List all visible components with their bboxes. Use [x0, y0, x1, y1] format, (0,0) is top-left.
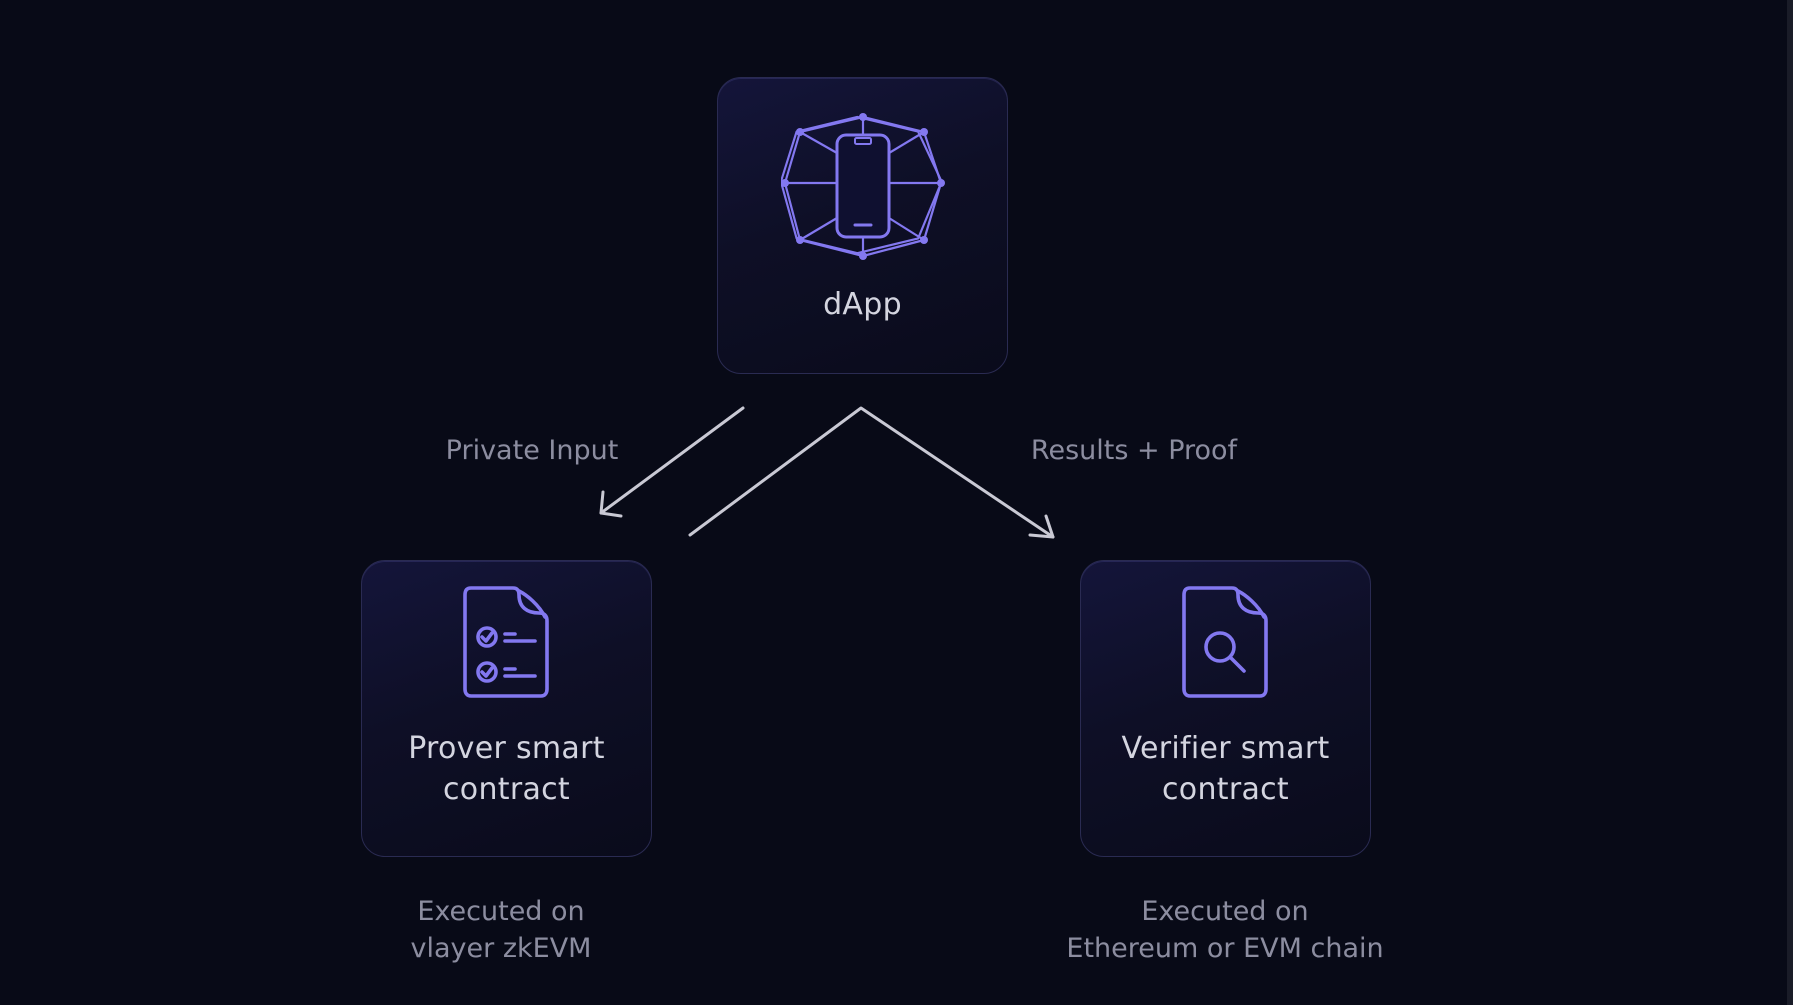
private-input-arrow	[599, 406, 745, 518]
results-proof-arrow	[688, 406, 1055, 539]
checklist-document-icon	[362, 585, 651, 699]
verifier-caption-line1: Executed on	[1141, 896, 1309, 927]
verifier-caption: Executed on Ethereum or EVM chain	[1030, 893, 1420, 967]
dapp-card: dApp	[717, 77, 1008, 374]
prover-caption: Executed on vlayer zkEVM	[360, 893, 642, 967]
prover-title: Prover smart contract	[408, 731, 605, 807]
verifier-caption-line2: Ethereum or EVM chain	[1066, 933, 1384, 964]
verifier-card: Verifier smart contract	[1080, 560, 1371, 857]
document-search-icon	[1081, 585, 1370, 699]
right-edge-strip	[1787, 0, 1793, 1005]
prover-caption-line1: Executed on	[417, 896, 585, 927]
verifier-title: Verifier smart contract	[1121, 731, 1330, 807]
results-proof-label: Results + Proof	[1030, 435, 1238, 466]
prover-card: Prover smart contract	[361, 560, 652, 857]
dapp-title: dApp	[823, 287, 902, 322]
phone-network-icon	[718, 113, 1007, 263]
private-input-label: Private Input	[445, 435, 619, 466]
prover-caption-line2: vlayer zkEVM	[410, 933, 592, 964]
